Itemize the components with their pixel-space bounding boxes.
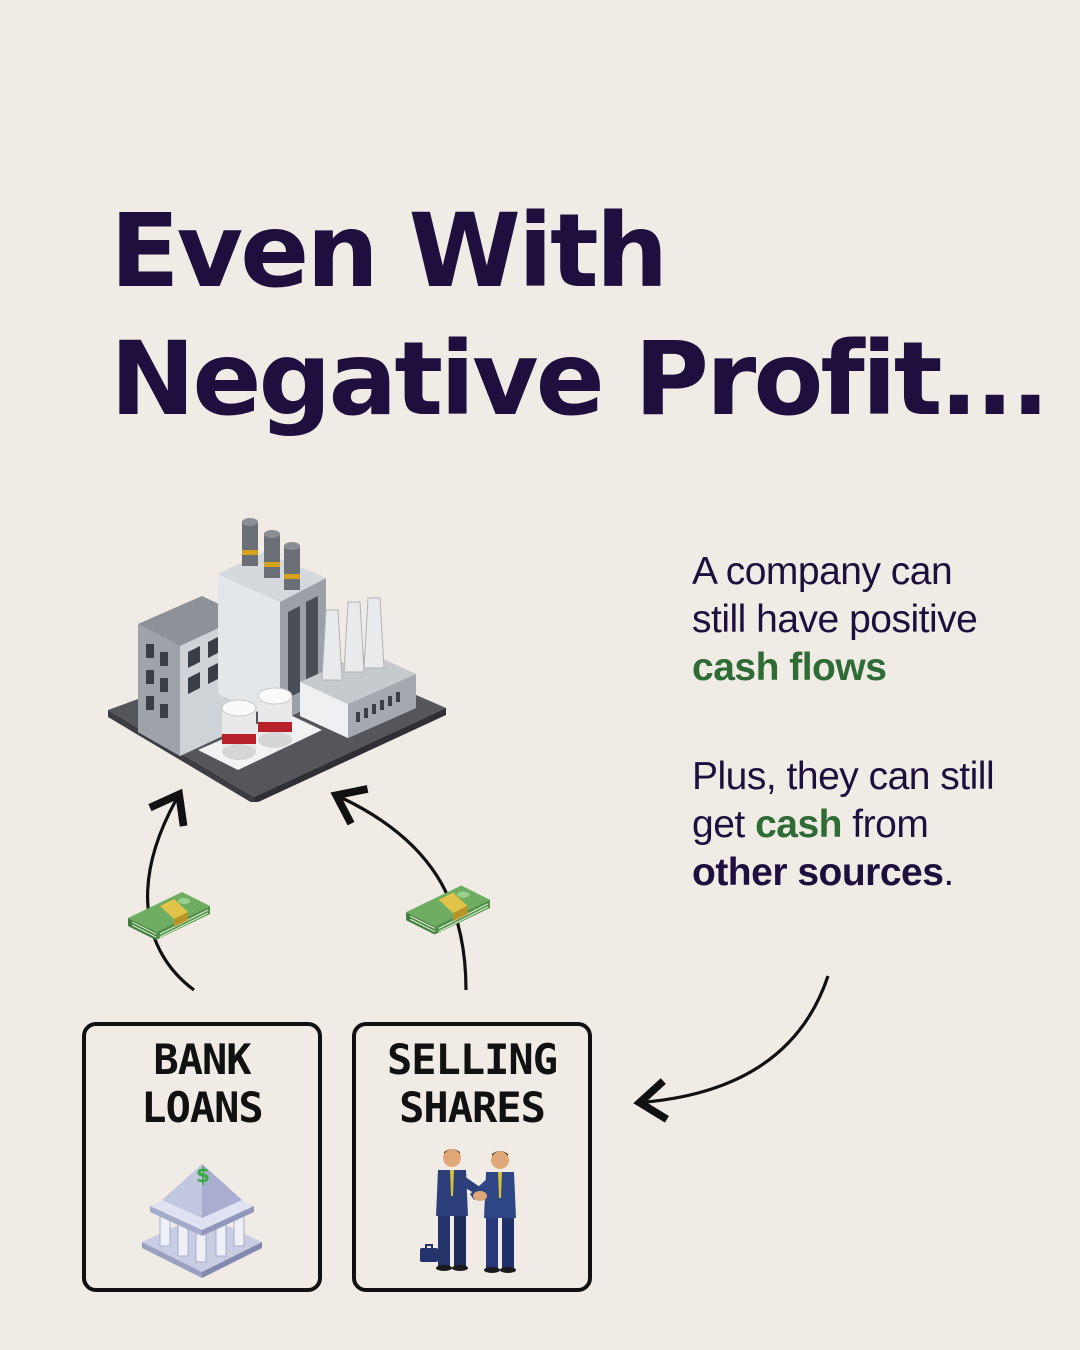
bank-loans-line-2: LOANS [141,1083,263,1132]
bank-building-icon: $ [136,1160,268,1278]
paragraph-2-line-2: get cash from [692,801,994,849]
handshake-businessmen-icon [418,1146,534,1278]
selling-shares-label: SELLING SHARES [356,1036,588,1132]
paragraph-2-line-1: Plus, they can still [692,755,995,798]
other-sources-highlight: other sources [692,851,944,894]
cash-flows-highlight: cash flows [692,646,887,689]
paragraph-2-prefix: get [692,803,756,846]
curved-arrow-icon [633,975,830,1123]
cash-highlight: cash [755,803,842,846]
money-stack-icon [402,876,494,942]
page-title: Even With Negative Profit... [110,188,1050,444]
selling-shares-box: SELLING SHARES [352,1022,592,1292]
paragraph-1-line-2: still have positive [692,598,978,641]
bank-loans-box: BANK LOANS $ [82,1022,322,1292]
money-stack-icon [124,884,214,946]
paragraph-2-suffix: from [841,803,929,846]
cash-flow-paragraph: A company can still have positive cash f… [692,548,978,692]
paragraph-2-end: . [943,851,954,894]
svg-text:$: $ [196,1163,210,1187]
curved-arrow-icon [330,785,468,991]
paragraph-2-line-3: other sources. [692,849,994,897]
selling-shares-line-2: SHARES [399,1083,546,1132]
selling-shares-line-1: SELLING [386,1035,558,1084]
factory-icon [104,512,450,802]
other-sources-paragraph: Plus, they can still get cash from other… [692,753,995,897]
paragraph-1-line-1: A company can [692,550,953,593]
title-line-2: Negative Profit... [110,320,1050,439]
title-line-1: Even With [110,192,668,311]
bank-loans-line-1: BANK [153,1035,251,1084]
bank-loans-label: BANK LOANS [86,1036,318,1132]
